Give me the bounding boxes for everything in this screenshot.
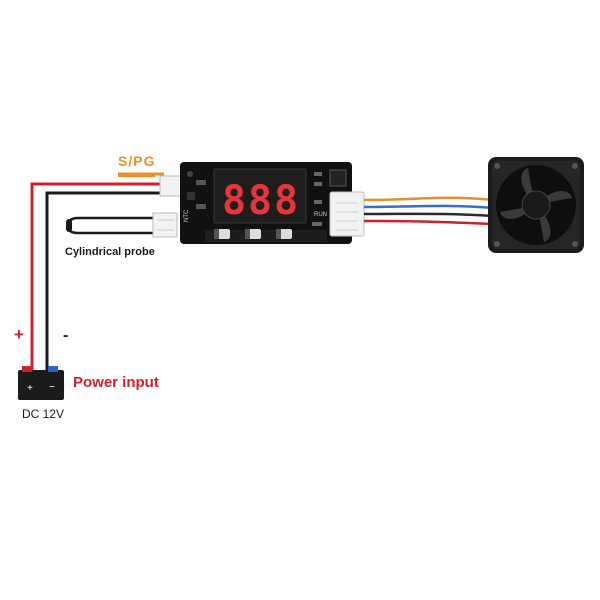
board-button-3[interactable]	[278, 229, 292, 239]
power-connector	[159, 175, 183, 197]
svg-text:−: −	[49, 382, 55, 393]
bottom-strip	[205, 230, 327, 242]
silk-ntc: NTC	[184, 209, 190, 222]
cooling-fan	[488, 157, 584, 253]
fan-wire-blue	[363, 204, 495, 210]
probe-connector	[152, 212, 178, 238]
power-input-label: Power input	[73, 374, 159, 391]
probe-cable	[66, 216, 164, 235]
display-digit: 8	[222, 178, 246, 224]
red-power-wire	[30, 182, 164, 372]
fan-wire-orange	[363, 196, 495, 202]
probe-tip	[66, 219, 72, 232]
black-power-wire	[45, 191, 164, 372]
board-button-2[interactable]	[247, 229, 261, 239]
probe-label: Cylindrical probe	[65, 246, 155, 258]
spg-label: S/PG	[118, 153, 156, 169]
fan-wire-black	[363, 212, 495, 218]
board-button-1[interactable]	[216, 229, 230, 239]
fan-hub	[521, 190, 551, 220]
display-digit: 8	[274, 178, 298, 224]
voltage-label: DC 12V	[22, 407, 65, 421]
fan-wire-red	[363, 219, 495, 226]
svg-text:+: +	[27, 383, 33, 394]
positive-label: +	[14, 325, 24, 344]
battery: + −	[18, 366, 64, 400]
negative-label: -	[63, 327, 69, 344]
fan-connector	[329, 191, 365, 237]
display-digit: 8	[248, 178, 272, 224]
silk-run: RUN	[314, 212, 327, 218]
display-window	[213, 168, 307, 224]
